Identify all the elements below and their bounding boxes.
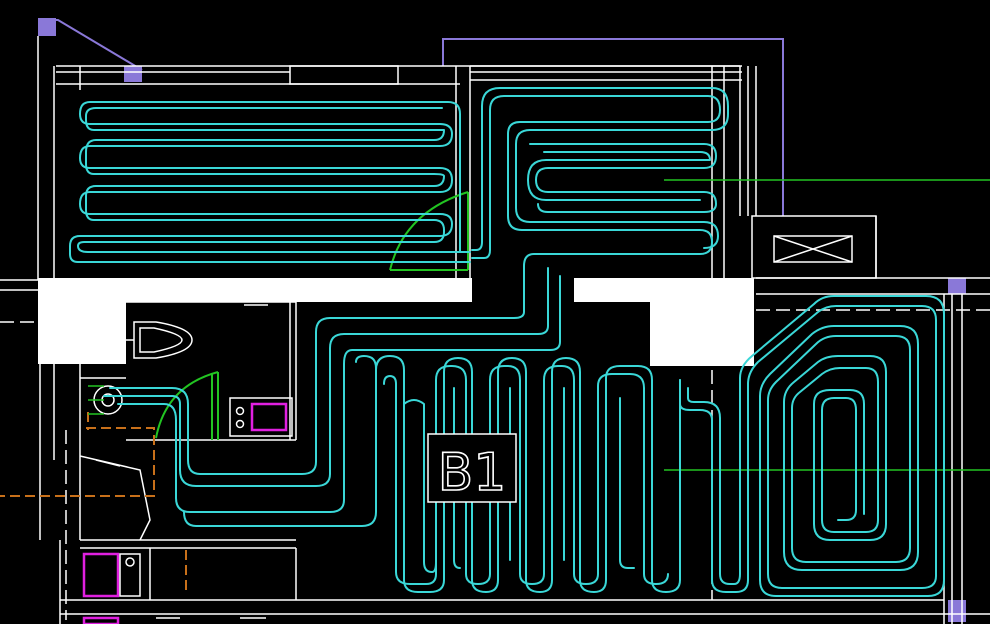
misc-ticks: [156, 304, 268, 619]
pipe-loop-upper-left: [69, 101, 471, 263]
pipe-loop-lower-main: [187, 299, 525, 475]
zone-label-text: B1: [438, 443, 507, 503]
magenta-fixtures: [82, 402, 288, 624]
door-swings: [155, 191, 469, 440]
toilet-fixture: [126, 321, 193, 359]
stove-box: [119, 397, 293, 597]
pipe-loop-upper-right: [471, 95, 721, 301]
zone-label: B1: [427, 433, 517, 504]
masked-areas: [38, 278, 754, 366]
pipe-folds-main: [375, 355, 681, 593]
heating-pipe-loops: [69, 87, 945, 597]
aux-dashed-lines: [0, 412, 187, 590]
pipe-loop-bath: [103, 387, 189, 421]
pipe-loop-right-spiral: [679, 305, 937, 593]
walls: [0, 36, 990, 624]
